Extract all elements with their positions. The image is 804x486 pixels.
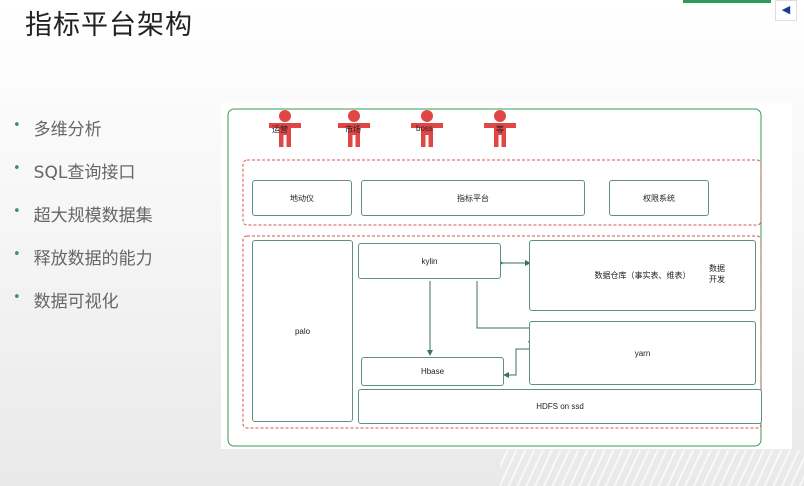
user-label: boss bbox=[416, 124, 433, 133]
box-kylin: kylin bbox=[358, 243, 501, 279]
box-hbase: Hbase bbox=[361, 357, 504, 386]
bullet-icon: • bbox=[13, 118, 21, 133]
storage-layer-group bbox=[242, 235, 762, 429]
box-palo: palo bbox=[252, 240, 353, 422]
decorative-stripes bbox=[500, 450, 804, 486]
box-yarn: yarn bbox=[529, 321, 756, 385]
box-metric-platform: 指标平台 bbox=[361, 180, 585, 216]
user-label: 等 bbox=[496, 125, 504, 134]
bullet-icon: • bbox=[13, 161, 21, 176]
architecture-diagram: 运营 市场 boss 等 地动仪 指标平台 权限系统 palo kylin 数据… bbox=[221, 103, 792, 449]
list-item: •多维分析 bbox=[13, 115, 153, 158]
bullet-icon: • bbox=[13, 247, 21, 262]
list-item: •超大规模数据集 bbox=[13, 201, 153, 244]
user-label: 市场 bbox=[345, 125, 361, 134]
diagram-canvas bbox=[227, 108, 762, 447]
list-item: •SQL查询接口 bbox=[13, 158, 153, 201]
prev-slide-icon[interactable]: ◀ bbox=[775, 0, 797, 21]
outer-frame bbox=[227, 108, 762, 447]
box-didongyi: 地动仪 bbox=[252, 180, 352, 216]
box-data-warehouse: 数据仓库（事实表、维表） bbox=[529, 240, 756, 311]
bullet-icon: • bbox=[13, 290, 21, 305]
user-label: 运营 bbox=[272, 125, 288, 134]
page-title: 指标平台架构 bbox=[25, 10, 193, 41]
list-item: •释放数据的能力 bbox=[13, 244, 153, 287]
box-hdfs: HDFS on ssd bbox=[358, 389, 762, 424]
feature-list: •多维分析 •SQL查询接口 •超大规模数据集 •释放数据的能力 •数据可视化 bbox=[13, 115, 153, 330]
dev-user-label: 数据 开发 bbox=[709, 264, 725, 284]
box-permission-system: 权限系统 bbox=[609, 180, 709, 216]
top-accent-bar bbox=[683, 0, 771, 3]
bullet-icon: • bbox=[13, 204, 21, 219]
app-layer-group bbox=[242, 159, 762, 226]
list-item: •数据可视化 bbox=[13, 287, 153, 330]
